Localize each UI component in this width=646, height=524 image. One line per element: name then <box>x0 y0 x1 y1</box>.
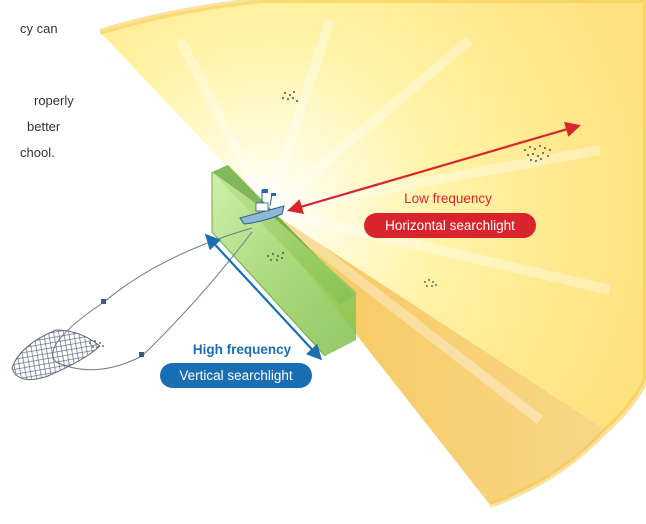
low-frequency-title: Low frequency <box>404 191 492 206</box>
fish-school-icon <box>424 279 437 287</box>
fish-school-icon <box>281 90 299 103</box>
net-float <box>101 299 106 304</box>
purse-seine-net-icon <box>11 227 253 381</box>
horizontal-beam-side <box>268 210 606 505</box>
horizontal-range-arrow <box>287 122 581 214</box>
intro-line: cy can <box>20 21 58 36</box>
low-frequency-badge <box>364 213 536 238</box>
intro-line: better <box>27 119 61 134</box>
high-frequency-title: High frequency <box>193 342 292 357</box>
net-float <box>139 352 144 357</box>
high-frequency-badge <box>160 363 312 388</box>
horizontal-beam-rim <box>99 0 646 508</box>
horizontal-beam <box>99 0 646 508</box>
intro-line: roperly <box>34 93 74 108</box>
intro-line: chool. <box>20 145 55 160</box>
high-frequency-badge-label: Vertical searchlight <box>179 368 293 383</box>
net-bag <box>11 329 101 381</box>
vertical-range-arrow <box>204 233 323 361</box>
fishing-boat-icon <box>239 189 285 225</box>
low-frequency-badge-label: Horizontal searchlight <box>385 218 515 233</box>
